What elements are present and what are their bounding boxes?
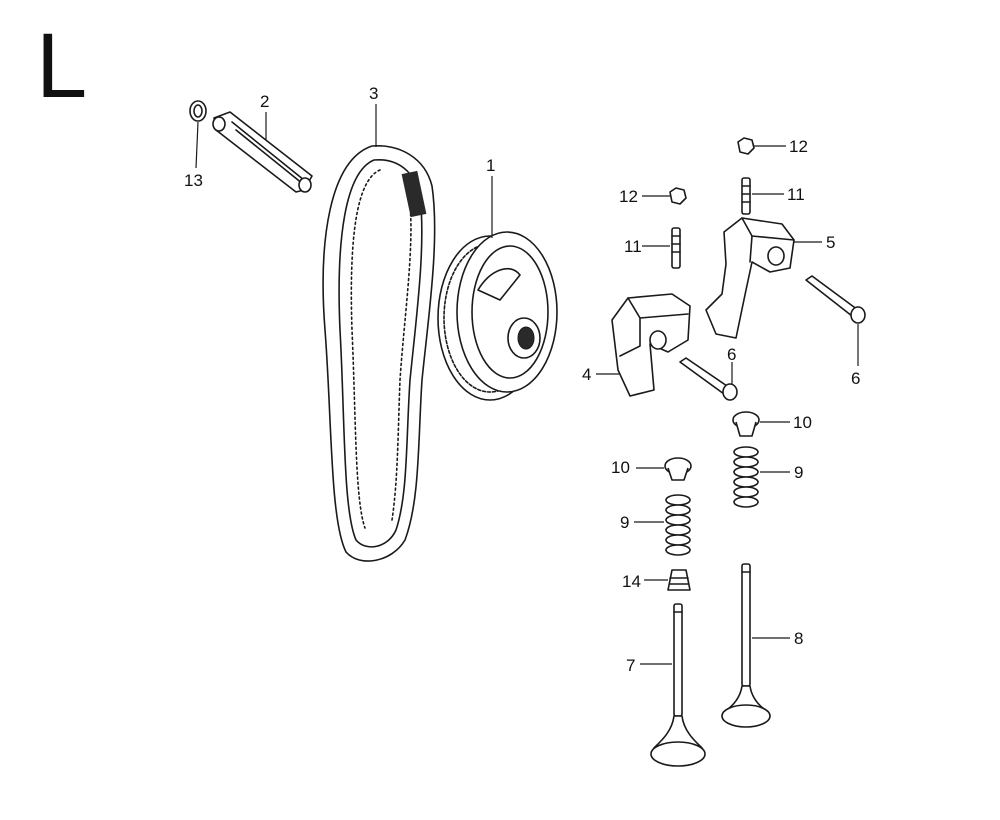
section-letter: L xyxy=(36,15,88,117)
callout-5: 5 xyxy=(826,233,835,252)
part-7-valve: 7 xyxy=(626,603,706,767)
callout-3: 3 xyxy=(369,84,378,103)
callout-8: 8 xyxy=(794,629,803,648)
callout-4: 4 xyxy=(582,365,591,384)
callout-9-left: 9 xyxy=(620,513,629,532)
callout-13: 13 xyxy=(184,171,203,190)
callout-11-right: 11 xyxy=(787,185,805,204)
part-9-spring-left: 9 xyxy=(620,494,691,556)
callout-12-left: 12 xyxy=(619,187,638,206)
callout-10-left: 10 xyxy=(611,458,630,477)
callout-14: 14 xyxy=(622,572,641,591)
part-10-retainer-left: 10 xyxy=(611,457,692,481)
part-6-bolt-right: 6 xyxy=(805,275,866,388)
callout-9-right: 9 xyxy=(794,463,803,482)
part-12-nut-right: 12 xyxy=(737,137,808,156)
part-14-stem-seal: 14 xyxy=(622,569,691,591)
part-12-nut-left: 12 xyxy=(619,187,687,206)
part-1-cam-pulley: 1 xyxy=(437,156,558,401)
part-3-timing-belt: 3 xyxy=(322,84,436,562)
part-9-spring-right: 9 xyxy=(733,446,803,508)
part-11-screw-right: 11 xyxy=(741,177,805,215)
part-13-seal: 13 xyxy=(184,100,207,190)
part-6-bolt-left: 6 xyxy=(679,345,738,401)
part-10-retainer-right: 10 xyxy=(732,411,812,437)
part-2-shaft: 2 xyxy=(212,92,313,193)
callout-1: 1 xyxy=(486,156,495,175)
callout-6-right: 6 xyxy=(851,369,860,388)
callout-6-left: 6 xyxy=(727,345,736,364)
callout-11-left: 11 xyxy=(624,237,642,256)
part-5-rocker-arm: 5 xyxy=(705,217,835,339)
part-8-valve: 8 xyxy=(721,563,803,728)
callout-2: 2 xyxy=(260,92,269,111)
callout-7: 7 xyxy=(626,656,635,675)
callout-12-right: 12 xyxy=(789,137,808,156)
part-4-rocker-arm: 4 xyxy=(582,293,691,397)
part-11-screw-left: 11 xyxy=(624,227,681,269)
callout-10-right: 10 xyxy=(793,413,812,432)
